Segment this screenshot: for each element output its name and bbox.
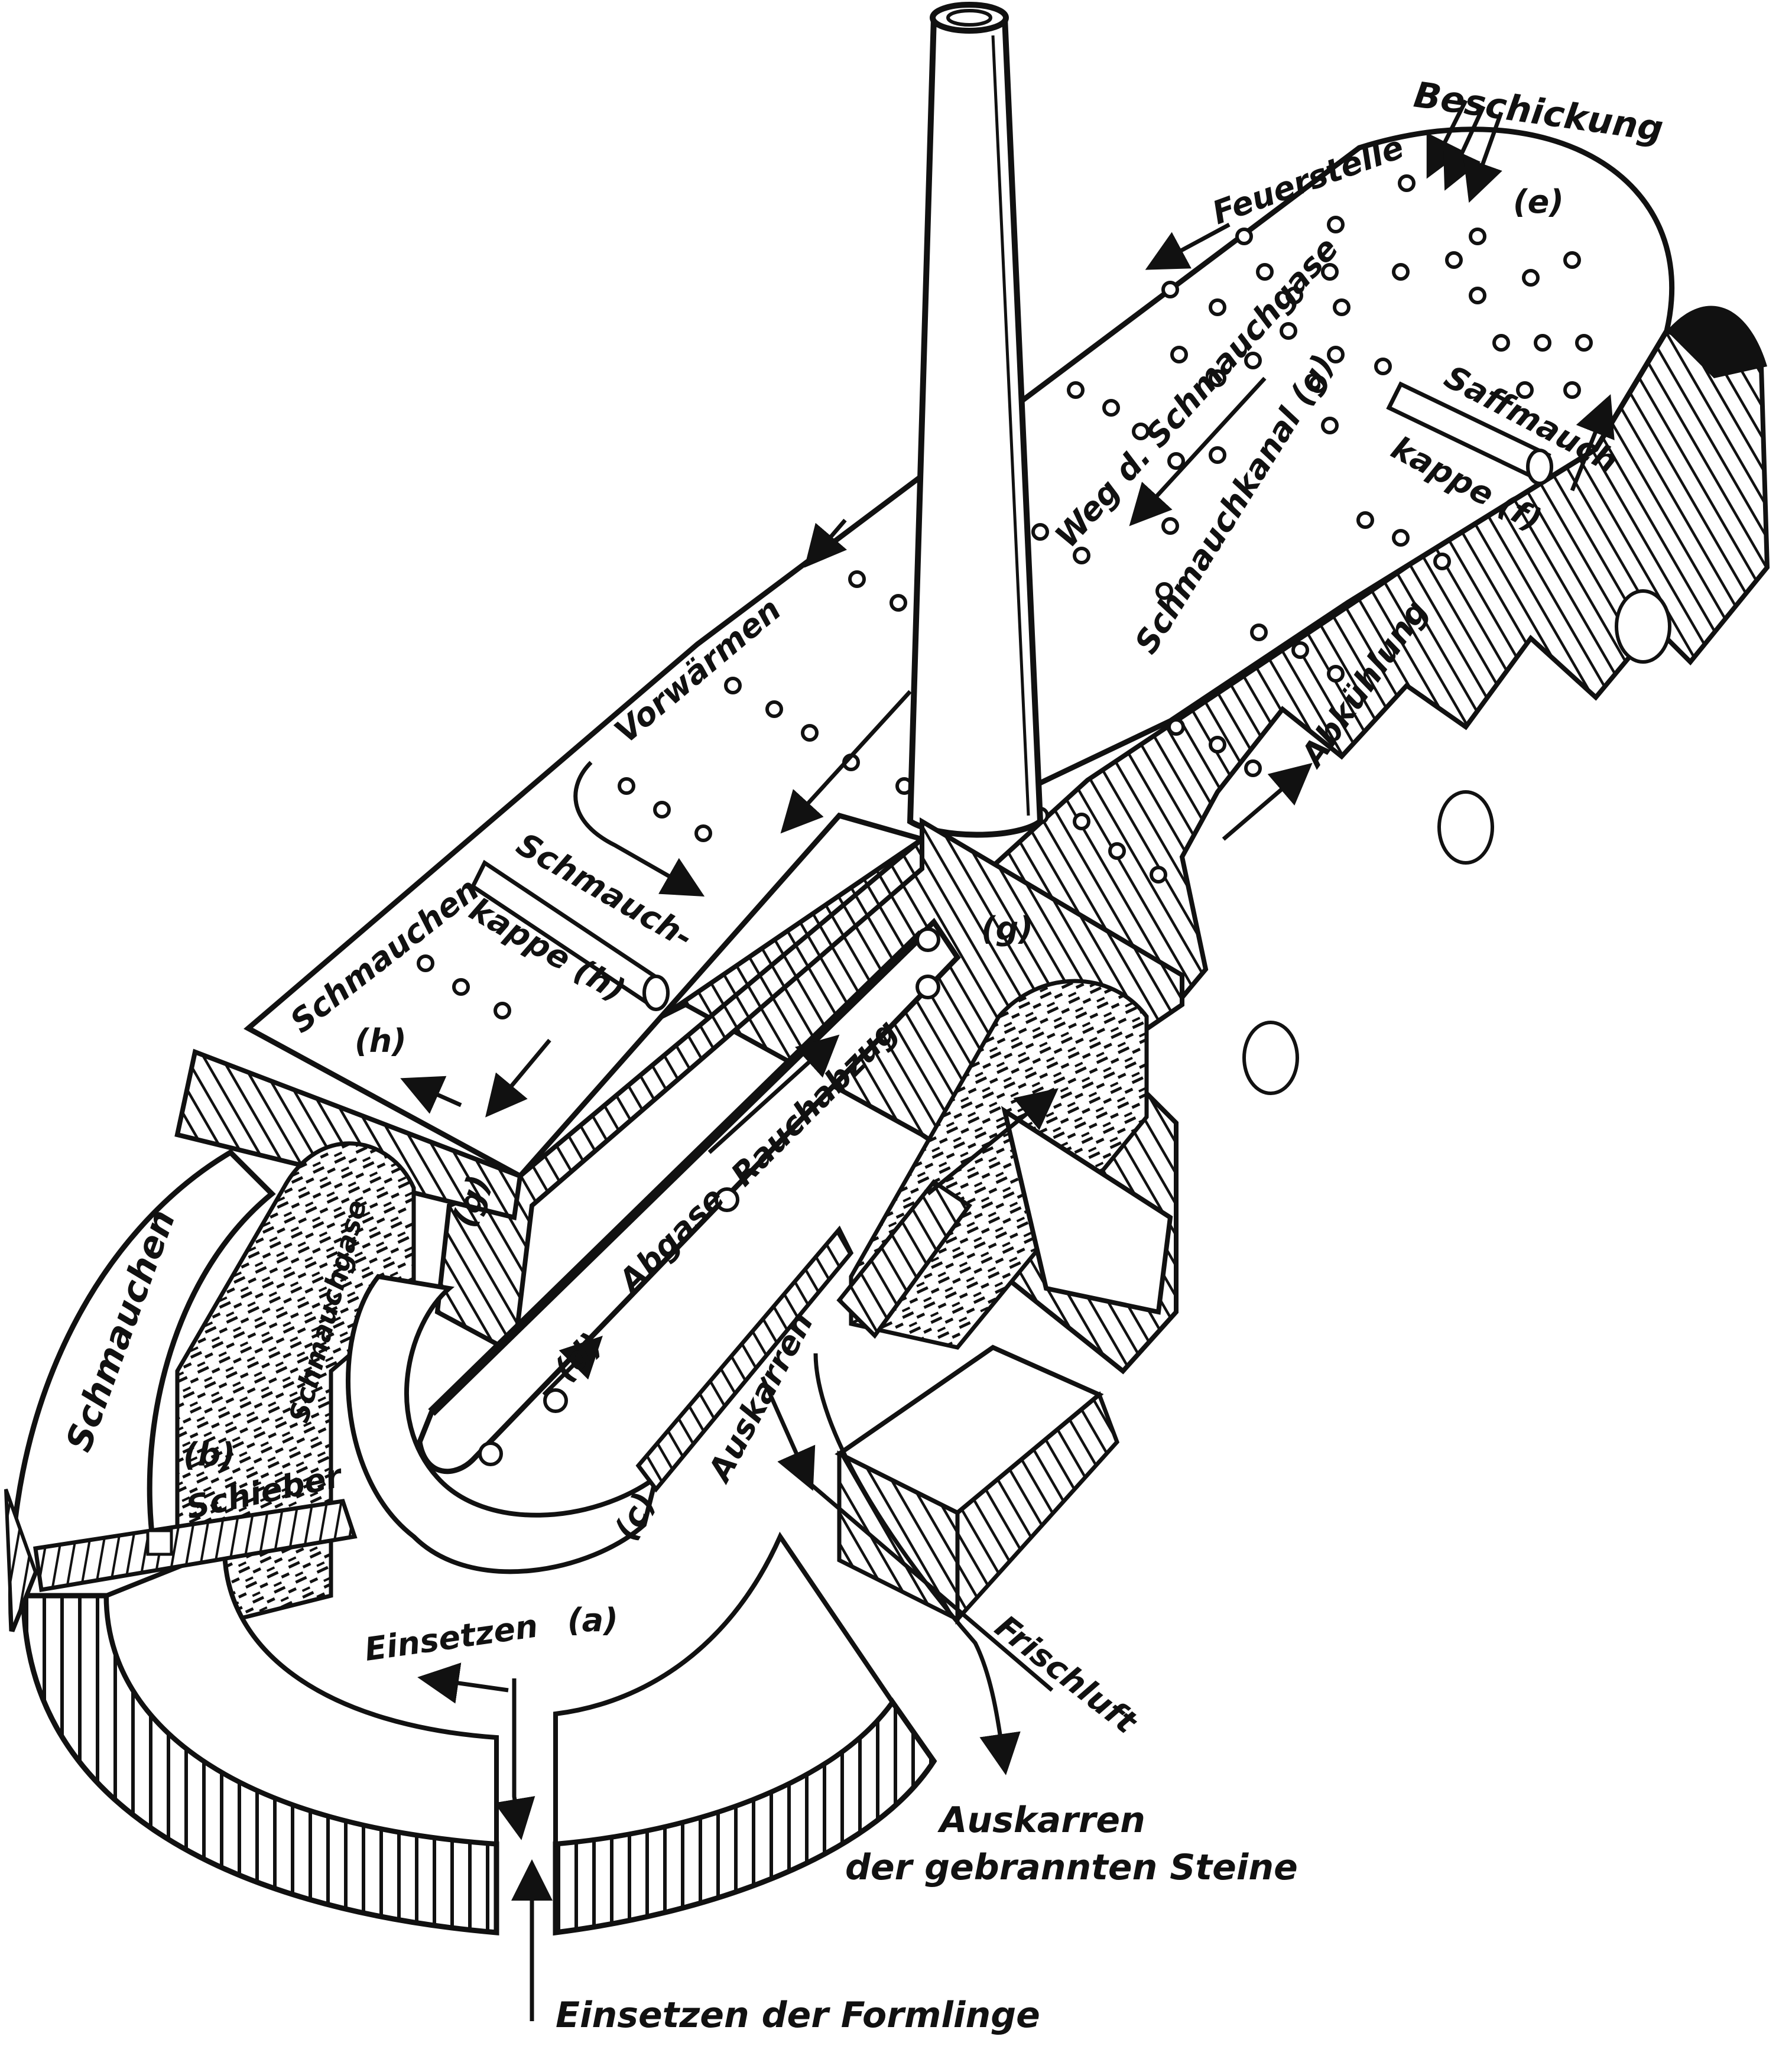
label-auskarren-bottom: Auskarren <box>937 1800 1145 1841</box>
smoke-cap-f <box>1386 381 1553 485</box>
flow-arrows <box>400 99 1615 2021</box>
label-g-right: (g) <box>981 910 1033 947</box>
chimney <box>907 2 1044 838</box>
frischluft-line <box>808 1482 1054 1692</box>
label-h: (h) <box>355 1022 407 1060</box>
right-outer-wall <box>955 306 1770 1375</box>
label-einsetzen: Einsetzen <box>362 1607 540 1668</box>
label-e: (e) <box>1513 183 1564 220</box>
outer-ring <box>4 1149 937 1936</box>
smoke-cap-h <box>470 859 670 1011</box>
label-gebrannten-steine: der gebrannten Steine <box>845 1847 1298 1888</box>
label-einsetzen-formlinge: Einsetzen der Formlinge <box>556 1995 1040 2036</box>
label-a: (a) <box>567 1602 618 1639</box>
label-frischluft: Frischluft <box>988 1608 1145 1742</box>
label-b: (b) <box>183 1436 235 1473</box>
